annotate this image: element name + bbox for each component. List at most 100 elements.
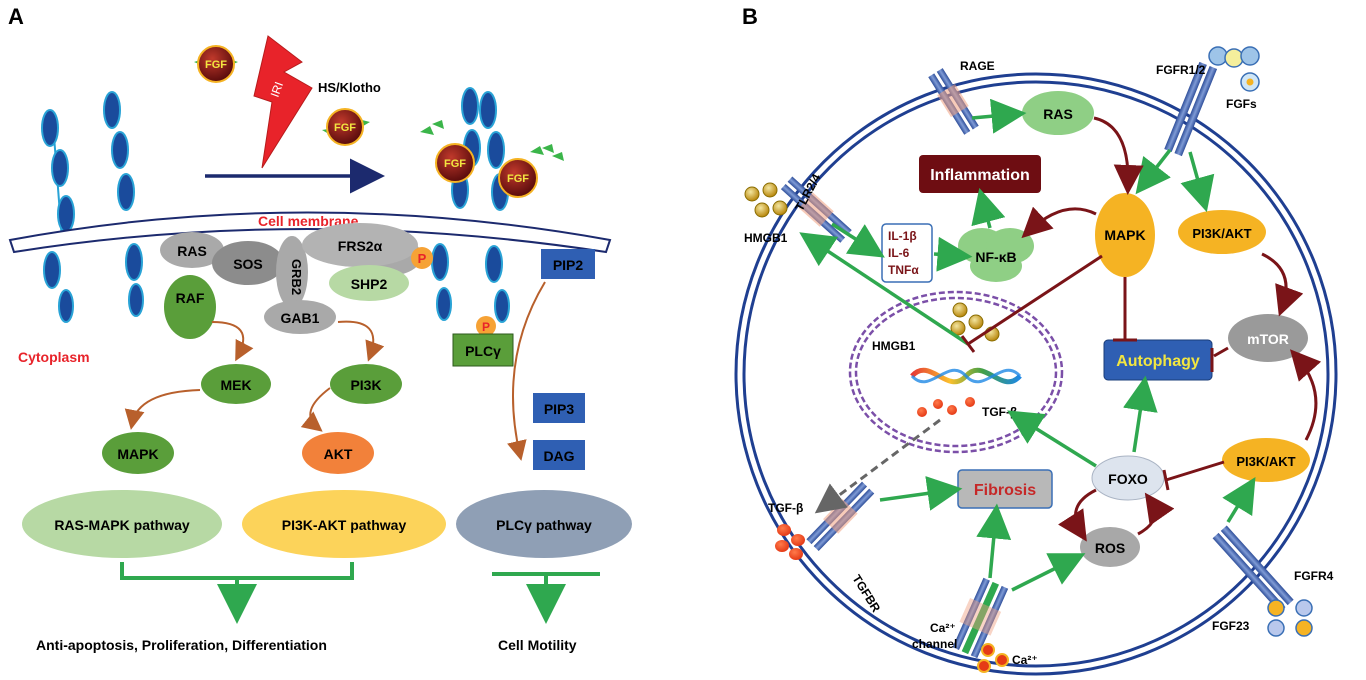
ca-channel-label-2: channel [912,637,957,651]
pathway-plcg [456,490,632,558]
tgfb-nucleus-label: TGF-β [982,405,1017,419]
node-sos [212,241,284,285]
ca-channel [952,577,1009,659]
fibrosis-label: Fibrosis [974,482,1036,499]
receptor-chain-4 [479,91,510,323]
hmgb1-nucleus-label: HMGB1 [872,339,916,353]
node-pip2 [541,249,595,279]
ras-label: RAS [177,243,207,259]
pi3k-akt-1-label: PI3K/AKT [1192,226,1251,241]
signaling-complex: RAS SOS GRB2 FRS2α SHP2 GAB1 RAF P [160,223,433,339]
tgfbr-label: TGFBR [849,572,883,615]
b-node-pi3k-akt-2 [1222,438,1310,482]
nucleus-outer [848,290,1064,454]
fgf-ligand-bound-2: FGF [498,144,564,198]
fgfr4-label: FGFR4 [1294,569,1334,583]
node-mek [201,364,271,404]
inflammation-box [919,155,1041,193]
dna-helix-icon [910,367,1022,385]
outcome-bracket-2 [492,572,600,624]
fgf-label-2: FGF [334,122,356,134]
b-node-ras [1022,91,1094,135]
cytoplasm-label: Cytoplasm [18,349,90,365]
panel-a: A FGF FGF IRI HS/Klotho [8,4,632,653]
b-node-foxo [1091,455,1165,501]
tgfb-outer-label: TGF-β [768,501,803,515]
ca-channel-label-1: Ca²⁺ [930,621,956,635]
pathway-pi3k-akt [242,490,446,558]
rage-label: RAGE [960,59,995,73]
tnfa-label: TNFα [888,263,919,277]
iri-lightning-icon: IRI [253,35,313,169]
fgf-label-1: FGF [205,59,227,71]
sos-label: SOS [233,256,263,272]
fgf-label-4: FGF [507,173,529,185]
hmgb1-outer-label: HMGB1 [744,231,788,245]
gab1-to-pi3k-arrow [337,320,385,362]
tgfb-secretion-arrow [814,418,941,514]
b-node-mapk [1095,193,1155,277]
il1b-label: IL-1β [888,229,917,243]
panel-b: B RAGE FGFR1/2 [734,4,1338,676]
node-gab1 [264,300,336,334]
phospho-1 [411,247,433,269]
gab1-label: GAB1 [281,310,320,326]
pi3k-akt-pathway-label: PI3K-AKT pathway [282,517,407,533]
cell-membrane-label: Cell membrane [258,213,359,229]
b-mapk-label: MAPK [1104,227,1145,243]
node-shp2 [329,265,409,301]
node-akt [302,432,374,474]
node-grb2 [276,236,308,308]
phospho-label-2: P [482,320,490,334]
mapk-label: MAPK [117,446,158,462]
raf-to-mek-arrow [211,321,254,362]
fgfs-ligands [1208,46,1260,92]
b-ras-label: RAS [1043,106,1073,122]
pip2-label: PIP2 [553,257,584,273]
pi3k-to-akt-arrow [300,387,331,432]
iri-label: IRI [268,80,286,99]
fgf-ligand-free-1: FGF [194,45,238,83]
panel-a-label: A [8,4,24,29]
fgf23-ligands [1267,599,1313,637]
node-ras [160,232,224,268]
akt-label: AKT [324,446,353,462]
tgfb-nucleus-particles [917,397,975,417]
foxo-label: FOXO [1108,471,1148,487]
phospho-label-1: P [418,251,427,266]
b-node-mtor [1228,314,1308,362]
maroon-arrows [1021,116,1322,542]
grb2-label: GRB2 [289,259,304,295]
hmgb1-nucleus-particles [950,302,1000,342]
fgf23-label: FGF23 [1212,619,1250,633]
fgf-ligand-free-2: FGF [322,108,370,146]
activation-arrows [799,98,1256,592]
mtor-label: mTOR [1247,331,1289,347]
autophagy-label: Autophagy [1116,353,1200,370]
node-pip3 [533,393,585,423]
mek-to-mapk-arrow [124,389,201,430]
il6-label: IL-6 [888,246,910,260]
hmgb1-outer-particles [744,182,788,218]
node-pi3k [330,364,402,404]
pip3-label: PIP3 [544,401,575,417]
inhibition-lines [960,254,1229,491]
plcg-label: PLCγ [465,343,501,359]
node-plcg [452,333,514,367]
tgfbr-receptor [806,481,875,552]
frs2a-label: FRS2α [338,238,383,254]
nucleus-inner [854,296,1058,448]
rage-receptor [928,68,979,135]
fgfs-label: FGFs [1226,97,1257,111]
plcg-pathway-label: PLCγ pathway [496,517,592,533]
cell-outer-ring [734,72,1338,676]
tgfb-outer-particles [775,524,805,560]
ros-label: ROS [1095,540,1125,556]
fgfr4-receptor [1212,525,1294,613]
nfkb-label: NF-κB [975,249,1016,265]
receptor-chain-1 [41,109,75,323]
ca-outer-label: Ca²⁺ [1012,653,1038,667]
mek-label: MEK [220,377,251,393]
node-dag [533,440,585,470]
